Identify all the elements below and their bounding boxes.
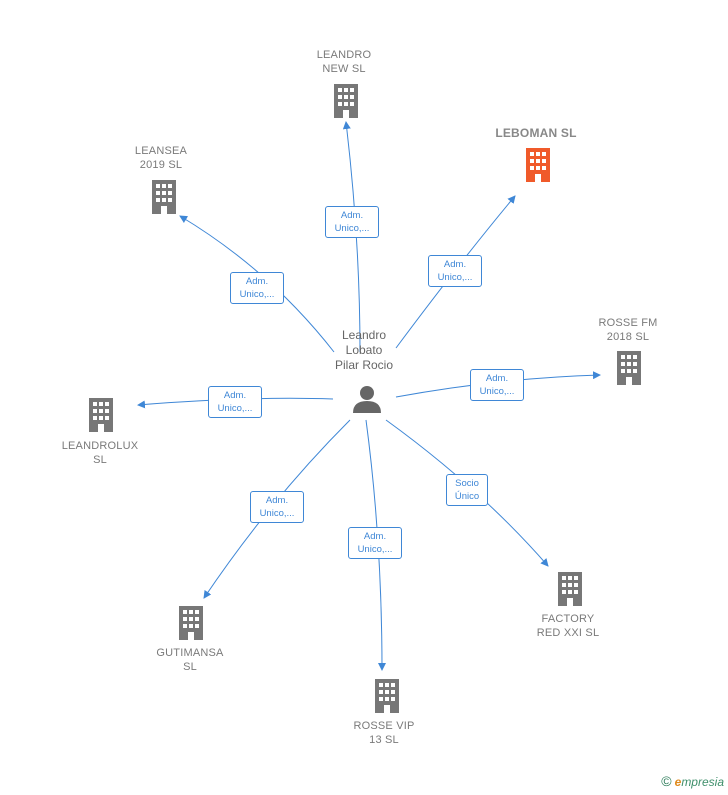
edge-role: Adm. <box>443 259 467 270</box>
building-icon-highlighted[interactable] <box>522 148 554 187</box>
company-name[interactable]: ROSSE VIP 13 SL <box>353 720 415 746</box>
company-node-leansea[interactable]: LEANSEA 2019 SL <box>113 144 209 172</box>
company-node-rosse-fm[interactable]: ROSSE FM 2018 SL <box>580 316 676 344</box>
company-name[interactable]: FACTORY RED XXI SL <box>536 613 600 639</box>
building-icon[interactable] <box>86 398 116 437</box>
edge-label-gutimansa[interactable]: Adm. Unico,... <box>250 491 304 523</box>
company-node-leboman[interactable]: LEBOMAN SL <box>476 126 596 140</box>
edge-label-leandro-new[interactable]: Adm. Unico,... <box>325 206 379 238</box>
company-name[interactable]: LEBOMAN SL <box>495 126 577 140</box>
edge-role-detail: Unico,... <box>259 508 295 519</box>
company-node-factory[interactable]: FACTORY RED XXI SL <box>520 612 616 640</box>
person-icon[interactable] <box>352 384 382 419</box>
edge-role-detail: Unico,... <box>334 223 370 234</box>
edge-label-leandrolux[interactable]: Adm. Unico,... <box>208 386 262 418</box>
edge-label-rosse-vip[interactable]: Adm. Unico,... <box>348 527 402 559</box>
edge-role: Adm. <box>363 531 387 542</box>
brand-initial: e <box>674 775 682 789</box>
edge-label-rosse-fm[interactable]: Adm. Unico,... <box>470 369 524 401</box>
edge-role-detail: Unico,... <box>217 403 253 414</box>
edge-label-factory[interactable]: Socio Único <box>446 474 488 506</box>
company-node-rosse-vip[interactable]: ROSSE VIP 13 SL <box>336 719 432 747</box>
brand-name: mpresia <box>681 775 724 789</box>
building-icon[interactable] <box>331 84 361 123</box>
copyright-icon: © <box>661 773 672 789</box>
building-icon[interactable] <box>149 180 179 219</box>
edge-role-detail: Unico,... <box>437 272 473 283</box>
brand-logo: ©empresia <box>661 773 724 789</box>
building-icon[interactable] <box>614 351 644 390</box>
edge-label-leboman[interactable]: Adm. Unico,... <box>428 255 482 287</box>
company-node-gutimansa[interactable]: GUTIMANSA SL <box>142 646 238 674</box>
edge-role: Adm. <box>223 390 247 401</box>
edge-role-detail: Unico,... <box>479 386 515 397</box>
edge-role: Adm. <box>340 210 364 221</box>
company-name[interactable]: ROSSE FM 2018 SL <box>598 317 658 343</box>
edge-role-detail: Unico,... <box>357 544 393 555</box>
company-node-leandrolux[interactable]: LEANDROLUX SL <box>52 439 148 467</box>
edge-role: Socio <box>455 478 479 489</box>
edge-label-leansea[interactable]: Adm. Unico,... <box>230 272 284 304</box>
edge-role: Adm. <box>265 495 289 506</box>
edge-role: Adm. <box>485 373 509 384</box>
company-name[interactable]: GUTIMANSA SL <box>156 647 224 673</box>
company-node-leandro-new[interactable]: LEANDRO NEW SL <box>296 48 392 76</box>
building-icon[interactable] <box>372 679 402 718</box>
edge-line-leandro-new <box>342 121 361 353</box>
building-icon[interactable] <box>555 572 585 611</box>
edge-role: Adm. <box>245 276 269 287</box>
edge-role-detail: Unico,... <box>239 289 275 300</box>
company-name[interactable]: LEANSEA 2019 SL <box>134 145 188 171</box>
edge-role-detail: Único <box>454 491 480 502</box>
company-name[interactable]: LEANDROLUX SL <box>61 440 139 466</box>
building-icon[interactable] <box>176 606 206 645</box>
company-name[interactable]: LEANDRO NEW SL <box>316 49 372 75</box>
person-name[interactable]: Leandro Lobato Pilar Rocio <box>334 328 394 372</box>
